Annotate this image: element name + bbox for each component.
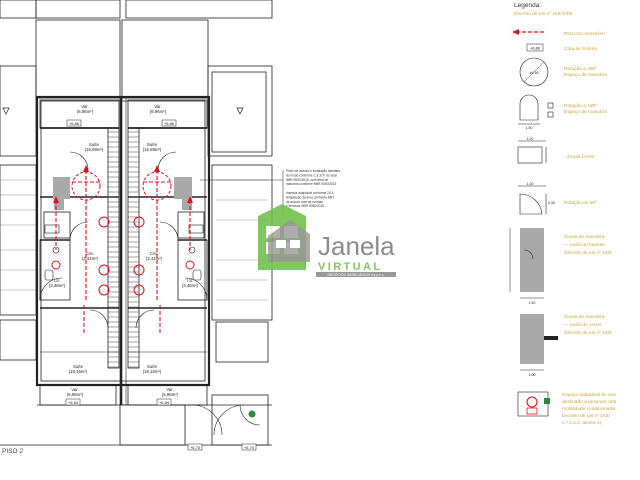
level-tag-bottom-right-2: +6,70 xyxy=(244,445,255,450)
room-label-varanda-right: Var. xyxy=(154,104,161,109)
room-area-circ-left: (3,44m²) xyxy=(82,256,99,261)
accessible-route xyxy=(55,170,191,335)
legend-accessible-space-icon xyxy=(517,391,550,417)
turning-circles xyxy=(51,171,195,296)
legend-manobra-correr-icon xyxy=(520,314,558,371)
legend-item-correr-c: Decreto de Lei nº 163/ xyxy=(564,330,612,336)
legend-title: Legenda: xyxy=(514,2,541,9)
room-area-varanda-left: (6,96m²) xyxy=(77,109,94,114)
watermark-word-virtual: VIRTUAL xyxy=(318,261,382,273)
svg-text:ø1,50: ø1,50 xyxy=(530,71,539,75)
door-swings xyxy=(69,151,261,436)
annotation-line: Pivôs de acesso e instalação sanitária xyxy=(286,169,340,173)
legend-subtitle: Decreto de Lei nº 163/2006 xyxy=(514,11,573,17)
legend-item-180-a: Rotação a 180º xyxy=(564,103,597,109)
legend-level-tag: +6,86 xyxy=(530,46,541,51)
level-tag-bottom-mid: +6,70 xyxy=(190,445,201,450)
legend-item-acc-a: Espaço adaptável de ace xyxy=(562,392,616,398)
legend-free-zone-icon xyxy=(517,140,547,164)
stair-treads xyxy=(108,131,139,368)
room-label-varanda-bottom-left: Var. xyxy=(71,387,78,392)
room-label-suite-bottom-left: Suíte xyxy=(73,364,84,369)
legend-item-batente-c: Decreto de Lei nº 163/ xyxy=(564,250,612,256)
annotation-line: manobra conforme NBR 9050/2015 xyxy=(286,182,337,186)
floor-label: PISO 2 xyxy=(2,448,23,455)
legend-item-acc-b: destinado a pessoas com xyxy=(562,399,616,405)
legend: Legenda: Decreto de Lei nº 163/2006 Perc… xyxy=(509,2,616,426)
plan-walls xyxy=(0,0,273,446)
bath-fixtures xyxy=(39,221,208,301)
annotation-line: Adaptação da área conforme ANT xyxy=(286,195,334,199)
legend-item-180-b: Espaço de manobra xyxy=(564,109,607,115)
legend-manobra-batente-icon xyxy=(509,228,544,299)
legend-dim-1: 1,50 xyxy=(526,126,533,130)
legend-dim-2: 1,20 xyxy=(527,137,534,141)
watermark-word-janela: Janela xyxy=(318,231,395,261)
legend-item-360-a: Rotação a 360º xyxy=(564,66,597,72)
room-label-circ-left: Circ. xyxy=(86,251,95,256)
legend-dim-5: 1,50 xyxy=(529,301,536,305)
level-tag-top-left: +6,86 xyxy=(69,121,80,126)
room-area-bath-right: (3,46m²) xyxy=(182,283,199,288)
room-area-varanda-bottom-left: (6,96m²) xyxy=(67,392,84,397)
annotation-note: Pivôs de acesso e instalação sanitáriado… xyxy=(200,169,340,215)
legend-item-correr-a: Zonas de manobra xyxy=(564,314,605,320)
legend-dim-6: 1,00 xyxy=(529,373,536,377)
legend-item-route: Percurso Acessível xyxy=(564,31,605,37)
room-area-suite-left: (16,69m²) xyxy=(85,147,104,152)
legend-180-icon xyxy=(518,94,554,125)
room-area-bath-left: (3,46m²) xyxy=(49,283,66,288)
room-label-suite-left: Suíte xyxy=(89,142,100,147)
legend-360-circle-icon: ø1,50 xyxy=(519,57,549,87)
legend-item-correr-b: — porta de correr xyxy=(564,322,602,328)
room-label-varanda-bottom-right: Var. xyxy=(166,387,173,392)
annotation-line: e técnicas NBR 9050/2015 xyxy=(286,204,324,208)
annotation-line: de acordo com as normas xyxy=(286,200,323,204)
legend-item-90: Rotação de 90º xyxy=(564,200,597,206)
legend-item-acc-e: n.º 2.2.2, alínea 1) xyxy=(562,420,601,426)
legend-item-acc-d: Decreto de Lei nº 163/ xyxy=(562,413,610,419)
room-area-varanda-right: (6,96m²) xyxy=(150,109,167,114)
level-tag-bottom-left: +6,84 xyxy=(68,400,79,405)
room-label-bath-right: I.S. xyxy=(187,278,193,283)
room-label-circ-right: Circ. xyxy=(150,251,159,256)
level-tag-bottom-right: +6,84 xyxy=(159,400,170,405)
legend-item-acc-c: mobilidade condicionada xyxy=(562,406,615,412)
level-tags: +6,86 +6,86 +6,84 +6,84 +6,70 +6,70 xyxy=(65,119,257,451)
watermark-logo: Janela VIRTUAL NEGÓCIOS IMOBILIÁRIOS e.s… xyxy=(258,204,396,277)
legend-item-360-b: Espaço de manobra xyxy=(564,72,607,78)
room-area-suite-bottom-right: (18,16m²) xyxy=(143,369,162,374)
annotation-line: NBR 9050/2015, com área de xyxy=(286,178,328,182)
legend-90-icon xyxy=(518,185,547,215)
balcony-markers xyxy=(2,107,244,115)
watermark-house-icon xyxy=(258,204,310,270)
room-area-suite-bottom-left: (18,16m²) xyxy=(69,369,88,374)
room-label-varanda-left: Var. xyxy=(81,104,88,109)
accessibility-marker xyxy=(248,410,256,418)
room-area-varanda-bottom-right: (6,96m²) xyxy=(162,392,179,397)
legend-item-batente-b: — porta de batente xyxy=(564,242,605,248)
annotation-line: do modo conforme C.E.S.P. do lazer xyxy=(286,173,338,177)
legend-dim-4: 0,45 xyxy=(548,201,555,205)
side-wing-hatching xyxy=(0,179,268,301)
legend-item-batente-a: Zonas de manobra xyxy=(564,234,605,240)
room-label-bath-left: I.S. xyxy=(54,278,60,283)
legend-item-level: Cota de Soleira xyxy=(564,46,597,52)
level-tag-top-right: +6,86 xyxy=(164,121,175,126)
watermark-tagline: NEGÓCIOS IMOBILIÁRIOS e.s.p.e.c. xyxy=(328,272,385,277)
legend-dim-3: 1,20 xyxy=(527,182,534,186)
legend-item-free: Zonas Livres xyxy=(567,154,595,160)
room-label-suite-bottom-right: Suíte xyxy=(147,364,158,369)
legend-route-symbol xyxy=(512,29,544,35)
annotation-line: Insertos adaptável conforme 24.3 xyxy=(286,191,334,195)
route-arrows xyxy=(53,165,193,203)
room-area-circ-right: (3,44m²) xyxy=(146,256,163,261)
room-label-suite-right: Suíte xyxy=(147,142,158,147)
room-area-suite-right: (16,69m²) xyxy=(143,147,162,152)
